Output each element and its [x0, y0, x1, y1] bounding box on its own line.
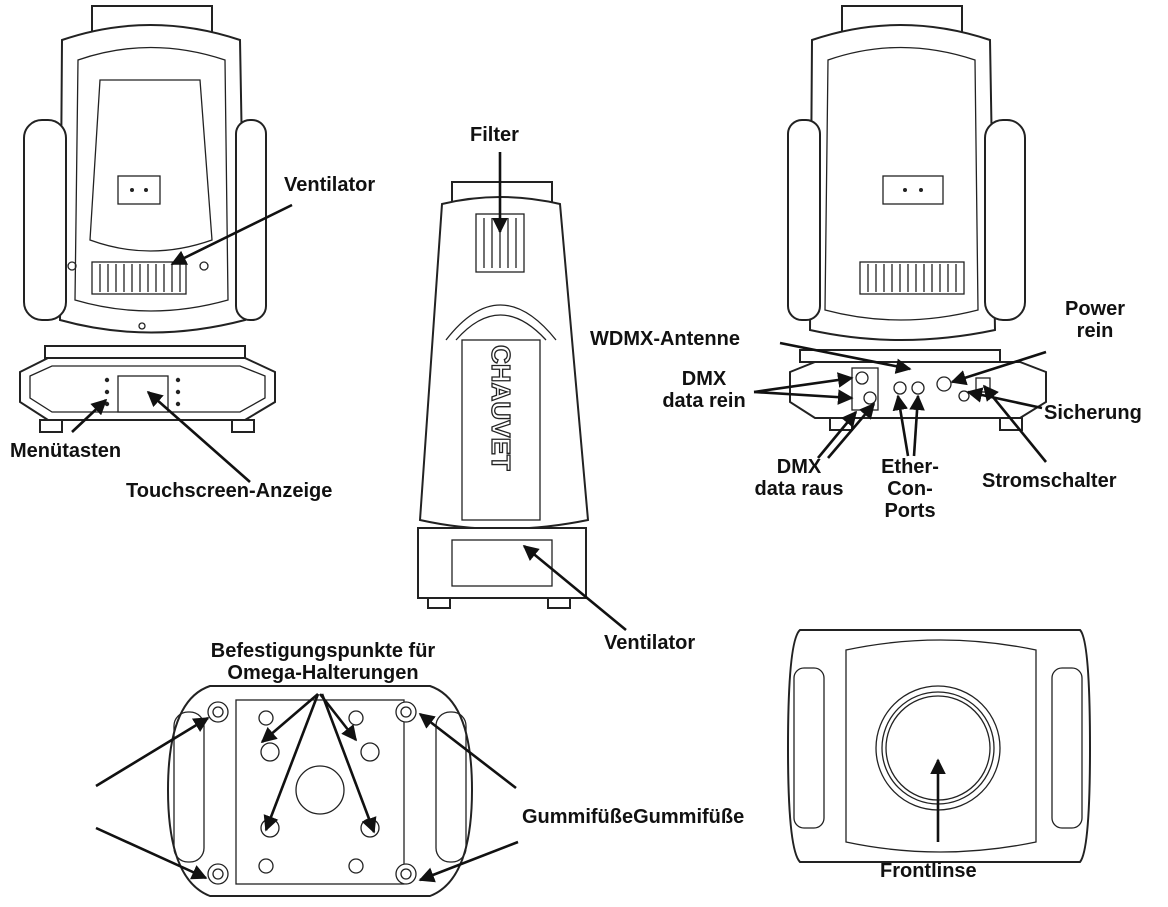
- label-omega-line1: Befestigungspunkte für: [210, 640, 436, 662]
- label-ethercon-line3: Ports: [884, 500, 936, 522]
- leader-stromschalter: [982, 384, 1048, 463]
- label-power-line2: rein: [1076, 320, 1114, 342]
- label-touchscreen: Touchscreen-Anzeige: [126, 480, 333, 502]
- rear-view-fixture: [787, 5, 1047, 431]
- leader-omega-1: [260, 693, 319, 744]
- label-dmx-out-line1: DMX: [776, 456, 822, 478]
- label-omega-line2: Omega-Halterungen: [227, 662, 419, 684]
- leader-ventilator-top: [170, 203, 293, 266]
- label-ventilator-bottom: Ventilator: [604, 632, 696, 654]
- leader-dmx-in-b: [753, 389, 854, 405]
- label-dmx-in-line2: data rein: [662, 390, 746, 412]
- label-sicherung: Sicherung: [1044, 402, 1142, 424]
- label-menutasten: Menütasten: [10, 440, 122, 462]
- leader-feet-left-top: [95, 716, 210, 788]
- leader-touchscreen: [146, 390, 251, 483]
- leader-dmx-out-a: [816, 410, 858, 459]
- label-dmx-in-line1: DMX: [681, 368, 727, 390]
- leader-lines: [71, 152, 1048, 883]
- lens-view-fixture: [786, 629, 1092, 863]
- leader-ethercon-b: [909, 394, 925, 457]
- label-filter: Filter: [470, 124, 519, 146]
- front-view-fixture: [19, 5, 276, 433]
- label-ethercon-line2: Con-: [887, 478, 933, 500]
- bottom-view-fixture: [166, 685, 474, 897]
- label-ethercon-line1: Ether-: [881, 456, 939, 478]
- leader-ethercon-a: [892, 394, 910, 457]
- leader-feet-right-top: [418, 712, 517, 790]
- leader-feet-right-bottom: [418, 840, 519, 883]
- label-dmx-rein: DMX data rein: [654, 368, 754, 412]
- side-view-fixture: CHAUVET: [417, 181, 590, 609]
- brand-text: CHAUVET: [486, 345, 516, 471]
- leader-ventilator-bottom: [522, 544, 627, 632]
- leader-sicherung: [966, 387, 1043, 410]
- leader-wdmx: [779, 341, 912, 374]
- leader-omega-4: [320, 693, 377, 834]
- label-dmx-raus: DMX data raus: [744, 456, 854, 500]
- leader-omega-3: [263, 693, 320, 832]
- leader-power: [950, 350, 1047, 386]
- label-stromschalter: Stromschalter: [982, 470, 1117, 492]
- label-power-line1: Power: [1064, 298, 1126, 320]
- leader-dmx-out-b: [827, 402, 876, 459]
- leader-feet-left-bottom: [95, 826, 208, 880]
- label-wdmx: WDMX-Antenne: [590, 328, 740, 350]
- leader-menutasten: [71, 398, 108, 433]
- leader-dmx-in-a: [753, 372, 854, 394]
- label-omega: Befestigungspunkte für Omega-Halterungen: [158, 640, 488, 684]
- label-frontlinse: Frontlinse: [880, 860, 977, 882]
- label-dmx-out-line2: data raus: [754, 478, 844, 500]
- label-gummifuesse: GummifüßeGummifüße: [522, 806, 745, 828]
- label-ethercon-ports: Ether- Con- Ports: [870, 456, 950, 522]
- label-power-rein: Power rein: [1060, 298, 1130, 342]
- label-ventilator-top: Ventilator: [284, 174, 376, 196]
